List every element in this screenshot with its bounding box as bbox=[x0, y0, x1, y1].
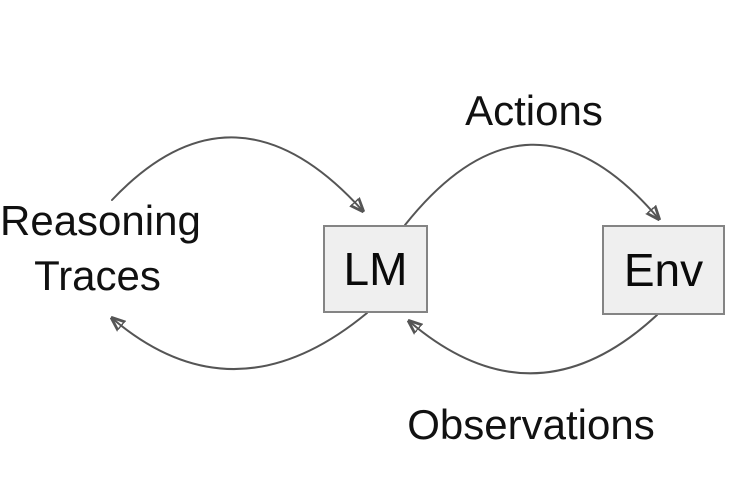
env-node: Env bbox=[602, 225, 725, 315]
arrow-observations-env-to-lm bbox=[410, 314, 658, 375]
lm-node: LM bbox=[323, 225, 428, 313]
observations-edge-label: Observations bbox=[407, 401, 655, 448]
lm-node-label: LM bbox=[343, 243, 408, 295]
arrow-reasoning-to-lm bbox=[111, 136, 362, 210]
env-node-label: Env bbox=[623, 244, 704, 296]
arrow-actions-lm-to-env bbox=[404, 143, 658, 226]
reasoning-traces-label: Reasoning Traces bbox=[0, 193, 201, 303]
arrow-lm-to-reasoning bbox=[113, 312, 368, 370]
reasoning-traces-label-line1: Reasoning bbox=[0, 197, 201, 244]
reasoning-traces-label-line2: Traces bbox=[34, 252, 161, 299]
actions-edge-label: Actions bbox=[465, 87, 603, 134]
